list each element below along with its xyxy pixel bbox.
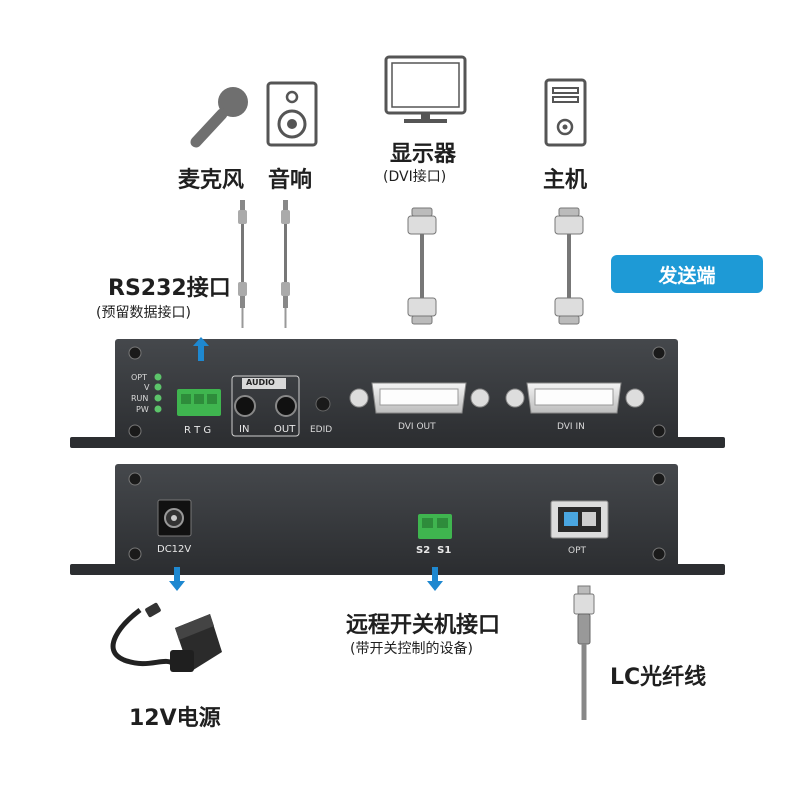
audio-cable-mic xyxy=(238,200,247,328)
led-label-pw: PW xyxy=(136,405,149,414)
sender-badge: 发送端 xyxy=(611,255,763,293)
monitor-icon xyxy=(384,55,467,123)
audio-title: AUDIO xyxy=(246,378,275,387)
arrow-down-switch-icon xyxy=(427,567,443,591)
rs232-terminal xyxy=(177,389,221,416)
led-label-v: V xyxy=(144,383,150,392)
switch-terminal xyxy=(418,514,452,539)
audio-box xyxy=(231,375,300,437)
rs232-subtitle: (预留数据接口) xyxy=(96,305,191,321)
edid-button[interactable] xyxy=(315,396,331,412)
speaker-icon xyxy=(266,81,318,147)
power-adapter-icon xyxy=(110,602,222,672)
status-leds xyxy=(154,373,162,413)
led-label-run: RUN xyxy=(131,394,149,403)
remote-subtitle: (带开关控制的设备) xyxy=(350,641,473,657)
audio-out-label: OUT xyxy=(274,424,296,435)
pc-tower-icon xyxy=(544,78,587,147)
speaker-label: 音响 xyxy=(268,168,313,193)
power-label: 12V电源 xyxy=(129,706,221,731)
audio-cable-speaker xyxy=(281,200,290,328)
microphone-label: 麦克风 xyxy=(178,168,245,193)
host-label: 主机 xyxy=(543,168,588,193)
rtg-label: R T G xyxy=(184,425,212,436)
dc-label: DC12V xyxy=(157,544,192,555)
dvi-in-port xyxy=(505,382,645,414)
dvi-out-port xyxy=(349,382,490,414)
dvi-in-label: DVI IN xyxy=(557,422,585,432)
monitor-label: 显示器 xyxy=(390,142,457,167)
switch-label: S2 S1 xyxy=(416,545,452,556)
sfp-port xyxy=(550,500,609,539)
monitor-sublabel: (DVI接口) xyxy=(383,169,447,185)
edid-label: EDID xyxy=(310,425,333,435)
lc-fiber-cable xyxy=(573,585,595,720)
dvi-out-label: DVI OUT xyxy=(398,422,436,432)
fiber-label: LC光纤线 xyxy=(610,665,707,690)
led-label-opt: OPT xyxy=(131,373,148,382)
dc-jack xyxy=(157,499,192,537)
dvi-cable-host xyxy=(554,207,584,325)
opt-label: OPT xyxy=(568,546,587,556)
audio-in-label: IN xyxy=(239,424,250,435)
arrow-up-icon xyxy=(193,337,209,361)
rs232-title: RS232接口 xyxy=(108,276,231,301)
microphone-icon xyxy=(190,87,248,148)
arrow-down-power-icon xyxy=(169,567,185,591)
rear-panel xyxy=(70,464,725,575)
dvi-cable-monitor xyxy=(407,207,437,325)
remote-title: 远程开关机接口 xyxy=(346,613,501,638)
